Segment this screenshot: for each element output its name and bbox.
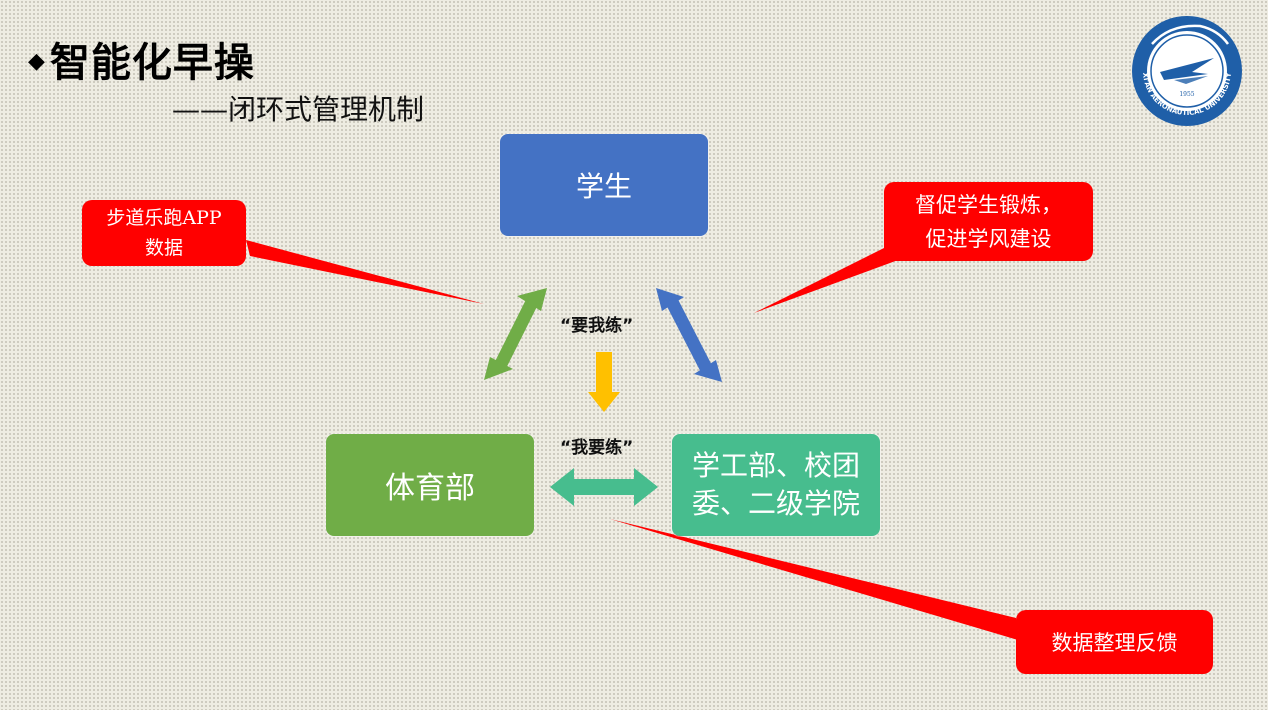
down-arrow [588, 352, 620, 412]
university-seal-icon: XI'AN AERONAUTICAL UNIVERSITY 1955 [1132, 16, 1242, 126]
page-title: ◆智能化早操 [28, 30, 255, 88]
logo-year: 1955 [1179, 91, 1194, 98]
student-affairs-node: 学工部、校团 委、二级学院 [672, 434, 880, 536]
student-affairs-line2: 委、二级学院 [691, 487, 860, 520]
app-callout-pointer [246, 240, 484, 304]
feedback-callout: 数据整理反馈 [1016, 610, 1213, 674]
title-text: 智能化早操 [49, 40, 255, 86]
feedback-callout-pointer [610, 519, 1018, 640]
diamond-bullet-icon: ◆ [28, 49, 46, 74]
supervise-callout-line1: 督促学生锻炼， [915, 192, 1062, 217]
want-me-label: “要我练” [560, 316, 634, 336]
student-pe-double-arrow [484, 288, 547, 380]
app-data-callout: 步道乐跑APP 数据 [82, 200, 246, 266]
page-subtitle: ——闭环式管理机制 [172, 93, 425, 126]
student-node: 学生 [500, 134, 708, 236]
i-want-label: “我要练” [560, 438, 634, 458]
supervise-callout-pointer [754, 248, 898, 313]
pe-dept-double-arrow [550, 468, 658, 506]
student-dept-double-arrow [656, 288, 722, 382]
pe-department-node: 体育部 [326, 434, 534, 536]
student-affairs-line1: 学工部、校团 [691, 449, 860, 482]
supervise-callout-line2: 促进学风建设 [925, 226, 1052, 251]
supervise-callout: 督促学生锻炼， 促进学风建设 [884, 182, 1093, 261]
app-callout-line2: 数据 [144, 237, 183, 259]
app-callout-line1: 步道乐跑APP [106, 207, 222, 229]
